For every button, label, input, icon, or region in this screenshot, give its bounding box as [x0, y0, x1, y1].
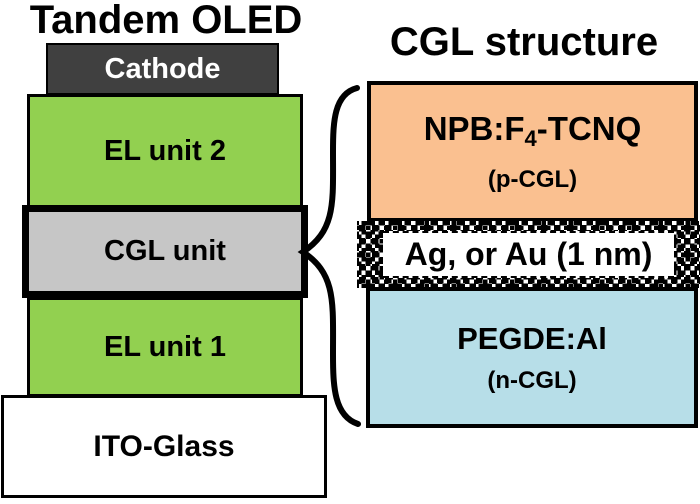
cathode-label: Cathode [104, 52, 221, 85]
p-cgl-formula: NPB:F4-TCNQ [423, 109, 642, 151]
ito-glass-layer: ITO-Glass [1, 395, 327, 498]
metal-interlayer-label: Ag, or Au (1 nm) [383, 231, 674, 278]
el-unit-2-layer: EL unit 2 [27, 94, 303, 208]
n-cgl-formula: PEGDE:Al [457, 320, 607, 356]
el-unit-1-label: EL unit 1 [104, 330, 226, 363]
p-cgl-layer: NPB:F4-TCNQ (p-CGL) [367, 81, 698, 222]
cgl-unit-label: CGL unit [104, 235, 226, 267]
n-cgl-type-label: (n-CGL) [487, 366, 577, 394]
el-unit-2-label: EL unit 2 [104, 134, 226, 167]
cgl-unit-layer: CGL unit [22, 205, 308, 298]
cathode-layer: Cathode [46, 43, 279, 95]
metal-interlayer: Ag, or Au (1 nm) [357, 221, 700, 288]
ito-glass-label: ITO-Glass [93, 429, 235, 463]
n-cgl-layer: PEGDE:Al (n-CGL) [366, 287, 698, 428]
cgl-structure-title: CGL structure [389, 20, 659, 64]
el-unit-1-layer: EL unit 1 [27, 297, 303, 397]
brace-connector-icon [297, 85, 361, 427]
p-cgl-type-label: (p-CGL) [487, 165, 578, 193]
tandem-oled-title: Tandem OLED [29, 0, 303, 42]
